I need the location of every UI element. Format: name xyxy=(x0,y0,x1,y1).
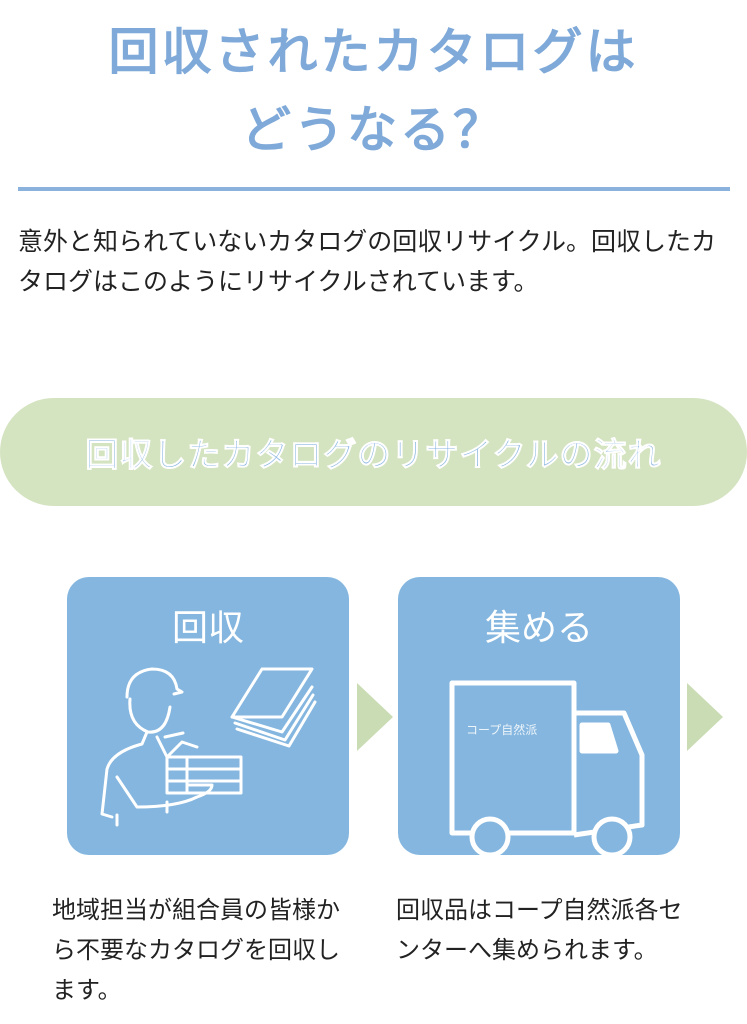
flow-banner-text: 回収したカタログのリサイクルの流れ xyxy=(85,435,662,475)
truck-text: コープ自然派 xyxy=(466,723,538,737)
divider xyxy=(18,187,730,191)
flow-arrow-icon xyxy=(357,683,393,751)
flow-arrow-icon xyxy=(687,683,723,751)
intro-text: 意外と知られていないカタログの回収リサイクル。回収したカタログはこのようにリサイ… xyxy=(18,227,717,296)
page-title-line2: どうなる？ xyxy=(241,101,506,159)
catalog-icon xyxy=(230,667,317,748)
step-collect-card: 回収 xyxy=(67,577,349,855)
step-gather-caption: 回収品はコープ自然派各センターへ集められます。 xyxy=(396,896,683,964)
delivery-person-icon xyxy=(100,667,317,827)
step-collect-caption: 地域担当が組合員の皆様から不要なカタログを回収します。 xyxy=(52,896,340,1004)
step-label: 集める xyxy=(484,608,593,649)
truck-icon xyxy=(449,680,645,855)
step-gather-card: 集める コープ自然派 xyxy=(398,577,680,855)
page-title-line1: 回収されたカタログは xyxy=(108,23,639,81)
flow-banner: 回収したカタログのリサイクルの流れ xyxy=(0,398,747,506)
step-label: 回収 xyxy=(171,608,244,649)
